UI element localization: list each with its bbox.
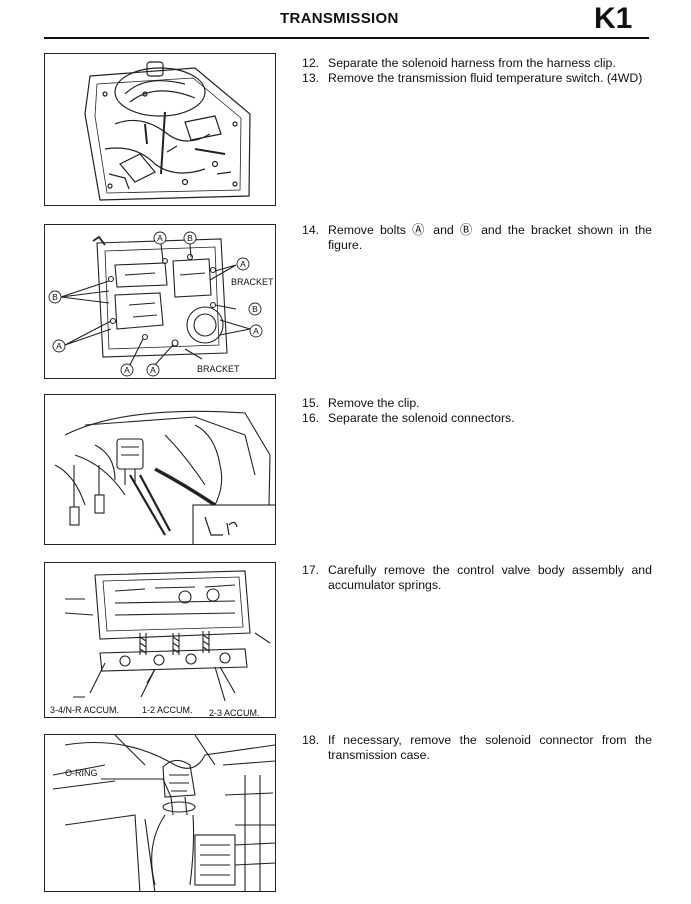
bolt-a-label: A bbox=[56, 341, 62, 351]
solenoid-connector-oring-illustration: O-RING bbox=[52, 735, 275, 891]
step-number: 14. bbox=[302, 223, 320, 237]
bolt-labels: A B A B B A A A A bbox=[48, 231, 263, 377]
solenoid-connectors-illustration bbox=[54, 410, 275, 544]
accum-34nr-label: 3-4/N-R ACCUM. bbox=[50, 705, 119, 715]
step-text: If necessary, remove the solenoid connec… bbox=[328, 733, 652, 762]
step-text: Carefully remove the control valve body … bbox=[328, 563, 652, 592]
bolt-a-label: A bbox=[157, 233, 163, 243]
step-number: 17. bbox=[302, 563, 320, 577]
page-header: TRANSMISSION K1 bbox=[0, 0, 691, 42]
figure-harness-clip bbox=[44, 53, 276, 206]
bolts-bracket-illustration: A B A B B A A A A BRACKET BRACKET bbox=[48, 231, 274, 377]
bolt-b-label: B bbox=[187, 233, 193, 243]
bolt-a-label: A bbox=[124, 365, 130, 375]
step-number: 13. bbox=[302, 71, 320, 85]
bolt-a-label: A bbox=[240, 259, 246, 269]
figure-solenoid-connectors bbox=[44, 394, 276, 545]
figure-control-valve-body: 3-4/N-R ACCUM. 1-2 ACCUM. 2-3 ACCUM. bbox=[44, 562, 276, 718]
section-title: TRANSMISSION bbox=[280, 10, 399, 27]
harness-clip-illustration bbox=[84, 61, 251, 201]
step-16: 16. Separate the solenoid connectors. bbox=[302, 411, 652, 426]
bolt-a-label: A bbox=[150, 365, 156, 375]
step-number: 12. bbox=[302, 56, 320, 70]
bolt-a-label: A bbox=[253, 326, 259, 336]
figure-solenoid-connector-oring: O-RING bbox=[44, 734, 276, 892]
bracket-label: BRACKET bbox=[197, 364, 240, 374]
clip-inset bbox=[192, 504, 275, 544]
bolt-b-label: B bbox=[252, 304, 258, 314]
step-text: Separate the solenoid connectors. bbox=[328, 411, 515, 425]
step-number: 15. bbox=[302, 396, 320, 410]
steps-block-1: 12. Separate the solenoid harness from t… bbox=[302, 56, 652, 86]
figure-bolts-bracket: A B A B B A A A A BRACKET BRACKET bbox=[44, 224, 276, 379]
step-number: 18. bbox=[302, 733, 320, 747]
step-text: Separate the solenoid harness from the h… bbox=[328, 56, 616, 70]
section-code: K1 bbox=[594, 2, 633, 35]
steps-block-5: 18. If necessary, remove the solenoid co… bbox=[302, 733, 652, 763]
steps-block-3: 15. Remove the clip. 16. Separate the so… bbox=[302, 396, 652, 426]
steps-block-2: 14. Remove bolts Ⓐ and Ⓑ and the bracket… bbox=[302, 223, 652, 253]
step-12: 12. Separate the solenoid harness from t… bbox=[302, 56, 652, 71]
step-15: 15. Remove the clip. bbox=[302, 396, 652, 411]
step-14: 14. Remove bolts Ⓐ and Ⓑ and the bracket… bbox=[302, 223, 652, 253]
step-text: Remove the clip. bbox=[328, 396, 420, 410]
step-text: Remove bolts Ⓐ and Ⓑ and the bracket sho… bbox=[328, 223, 652, 252]
steps-block-4: 17. Carefully remove the control valve b… bbox=[302, 563, 652, 593]
step-17: 17. Carefully remove the control valve b… bbox=[302, 563, 652, 593]
step-number: 16. bbox=[302, 411, 320, 425]
control-valve-body-illustration: 3-4/N-R ACCUM. 1-2 ACCUM. 2-3 ACCUM. bbox=[50, 570, 271, 718]
accum-23-label: 2-3 ACCUM. bbox=[209, 708, 260, 718]
oring-label: O-RING bbox=[65, 768, 98, 778]
bracket-label: BRACKET bbox=[231, 277, 274, 287]
step-18: 18. If necessary, remove the solenoid co… bbox=[302, 733, 652, 763]
accum-12-label: 1-2 ACCUM. bbox=[142, 705, 193, 715]
bolt-b-label: B bbox=[52, 292, 58, 302]
header-rule bbox=[44, 37, 649, 39]
step-text: Remove the transmission fluid temperatur… bbox=[328, 71, 643, 85]
step-13: 13. Remove the transmission fluid temper… bbox=[302, 71, 652, 86]
